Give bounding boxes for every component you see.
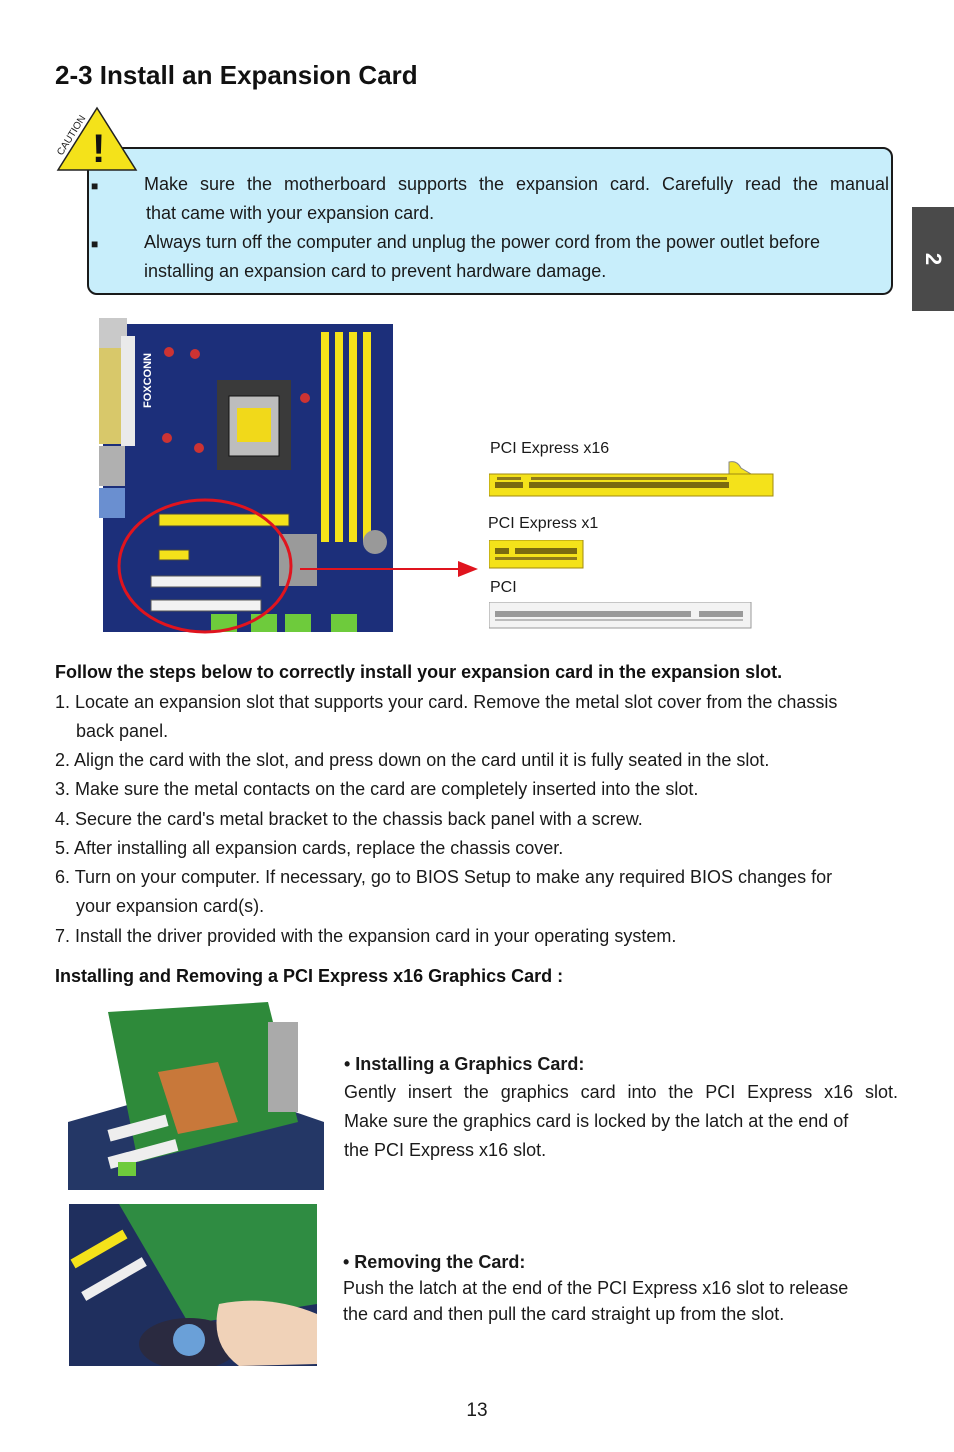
caution-bullet-2-line1: Always turn off the computer and unplug … bbox=[144, 232, 821, 252]
remove-card-line2: the card and then pull the card straight… bbox=[343, 1304, 785, 1324]
step-1-line1: 1. Locate an expansion slot that support… bbox=[55, 692, 838, 712]
install-card-title: • Installing a Graphics Card: bbox=[344, 1054, 585, 1074]
pcie-x16-slot-image bbox=[489, 461, 774, 497]
remove-card-title: • Removing the Card: bbox=[343, 1252, 526, 1272]
pci-label: PCI bbox=[490, 579, 517, 596]
graphics-heading: Installing and Removing a PCI Express x1… bbox=[55, 966, 564, 986]
remove-graphics-card-photo bbox=[69, 1204, 317, 1366]
pcie-x1-label: PCI Express x1 bbox=[488, 515, 599, 532]
slots-highlight-circle bbox=[117, 498, 293, 634]
step-5: 5. After installing all expansion cards,… bbox=[55, 838, 564, 858]
install-card-line1: Gently insert the graphics card into the… bbox=[344, 1082, 898, 1102]
board-brand-label: FOXCONN bbox=[142, 353, 154, 408]
remove-card-line1: Push the latch at the end of the PCI Exp… bbox=[343, 1278, 849, 1298]
install-card-line2: Make sure the graphics card is locked by… bbox=[344, 1111, 849, 1131]
chapter-tab: 2 bbox=[912, 207, 954, 311]
svg-text:!: ! bbox=[92, 127, 105, 171]
step-1-line2: back panel. bbox=[76, 721, 169, 741]
pcie-x1-slot-image bbox=[489, 540, 584, 569]
step-4: 4. Secure the card's metal bracket to th… bbox=[55, 809, 643, 829]
motherboard-image: FOXCONN bbox=[99, 318, 393, 634]
step-6-line1: 6. Turn on your computer. If necessary, … bbox=[55, 867, 833, 887]
caution-warning-icon: ! CAUTION bbox=[55, 106, 138, 171]
step-3: 3. Make sure the metal contacts on the c… bbox=[55, 779, 699, 799]
caution-bullet-1-marker: ■ bbox=[91, 179, 99, 193]
caution-bullet-2-line2: installing an expansion card to prevent … bbox=[144, 261, 607, 281]
section-title: 2-3 Install an Expansion Card bbox=[55, 60, 418, 90]
step-6-line2: your expansion card(s). bbox=[76, 896, 265, 916]
step-7: 7. Install the driver provided with the … bbox=[55, 926, 677, 946]
step-2: 2. Align the card with the slot, and pre… bbox=[55, 750, 770, 770]
page-number: 13 bbox=[466, 1400, 488, 1421]
caution-bullet-1-line2: that came with your expansion card. bbox=[146, 203, 435, 223]
pci-slot-image bbox=[489, 602, 752, 629]
caution-bullet-2-marker: ■ bbox=[91, 237, 99, 251]
install-graphics-card-photo bbox=[68, 1002, 324, 1190]
red-arrow-icon bbox=[300, 561, 478, 577]
caution-bullet-1-line1: Make sure the motherboard supports the e… bbox=[144, 174, 889, 194]
pcie-x16-label: PCI Express x16 bbox=[490, 440, 610, 457]
steps-heading: Follow the steps below to correctly inst… bbox=[55, 662, 783, 682]
install-card-line3: the PCI Express x16 slot. bbox=[344, 1140, 547, 1160]
caution-box bbox=[87, 147, 893, 295]
